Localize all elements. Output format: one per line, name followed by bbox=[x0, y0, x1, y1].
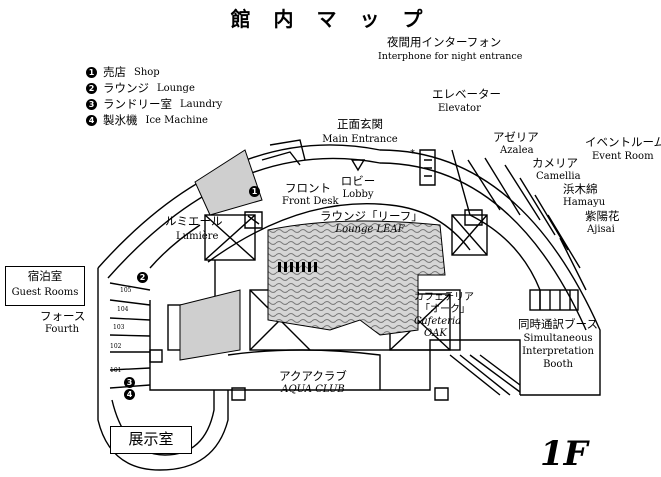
camellia-label-ja: カメリア bbox=[532, 156, 578, 170]
cafeteria-label-ja: カフェテリア bbox=[414, 292, 474, 303]
room-number: 103 bbox=[113, 324, 125, 331]
legend-item-ice: 4 製氷機 Ice Machine bbox=[86, 112, 222, 128]
interpretation-booth-label-en1: Simultaneous bbox=[523, 333, 593, 344]
legend-label-en: Ice Machine bbox=[145, 114, 208, 126]
legend-label-ja: 製氷機 bbox=[103, 113, 138, 127]
ajisai-label-ja: 紫陽花 bbox=[585, 209, 620, 223]
fourth-label-ja: フォース bbox=[40, 309, 86, 323]
lobby-label-en: Lobby bbox=[342, 189, 374, 200]
exhibition-room-label: 展示室 bbox=[128, 430, 174, 448]
cafeteria-label-ja2: 「オーク」 bbox=[420, 304, 470, 315]
legend-label-ja: 売店 bbox=[103, 65, 126, 79]
azalea-label-en: Azalea bbox=[500, 145, 534, 156]
camellia-label-en: Camellia bbox=[536, 171, 581, 182]
event-room-label-ja: イベントルーム bbox=[585, 135, 661, 149]
elevator-label-ja: エレベーター bbox=[432, 87, 501, 101]
interpretation-booth-label-ja: 同時通訳ブース bbox=[518, 317, 598, 331]
front-desk-label-ja: フロント bbox=[285, 181, 331, 195]
lumiere-label-ja: ルミエール bbox=[165, 214, 223, 228]
interphone-label-en: Interphone for night entrance bbox=[378, 51, 523, 62]
front-desk-label-en: Front Desk bbox=[282, 196, 339, 207]
guest-rooms-box: 宿泊室 Guest Rooms bbox=[5, 266, 85, 306]
interpretation-booth-label-en3: Booth bbox=[543, 359, 573, 370]
main-entrance-label-ja: 正面玄関 bbox=[337, 117, 383, 131]
legend-label-ja: ランドリー室 bbox=[103, 97, 172, 111]
legend-label-en: Shop bbox=[134, 66, 160, 78]
marker-1-icon: 1 bbox=[86, 66, 97, 78]
legend-item-shop: 1 売店 Shop bbox=[86, 64, 222, 80]
legend-label-en: Lounge bbox=[157, 82, 195, 94]
interphone-label-ja: 夜間用インターフォン bbox=[387, 35, 502, 49]
aqua-club-label-ja: アクアクラブ bbox=[279, 369, 347, 383]
legend-item-lounge: 2 ラウンジ Lounge bbox=[86, 80, 222, 96]
cafeteria-label-en: Cafeteria bbox=[414, 316, 462, 327]
lobby-label-ja: ロビー bbox=[340, 174, 376, 188]
floor-label: 1F bbox=[540, 434, 588, 474]
azalea-label-ja: アゼリア bbox=[493, 130, 539, 144]
elevator-label-en: Elevator bbox=[438, 103, 481, 114]
hamayu-label-en: Hamayu bbox=[563, 197, 606, 208]
marker-3-icon: 3 bbox=[124, 377, 135, 388]
map-title: 館 内 マ ッ プ bbox=[230, 7, 431, 31]
lounge-leaf-label-en: Lounge LEAF bbox=[335, 224, 405, 235]
main-entrance-label-en: Main Entrance bbox=[322, 134, 398, 145]
lounge-leaf-label-ja: ラウンジ「リーフ」 bbox=[320, 209, 423, 223]
guest-rooms-label-en: Guest Rooms bbox=[11, 287, 79, 298]
interpretation-booth-label-en2: Interpretation bbox=[522, 346, 594, 357]
hamayu-label-ja: 浜木綿 bbox=[563, 182, 598, 196]
marker-4-icon: 4 bbox=[124, 389, 135, 400]
aqua-club-label-en: AQUA CLUB bbox=[281, 384, 345, 395]
room-number: 101 bbox=[110, 367, 122, 374]
legend-label-ja: ラウンジ bbox=[103, 81, 149, 95]
marker-2-icon: 2 bbox=[86, 82, 97, 94]
fourth-label-en: Fourth bbox=[45, 324, 80, 335]
legend: 1 売店 Shop 2 ラウンジ Lounge 3 ランドリー室 Laundry… bbox=[86, 64, 222, 128]
room-number: 104 bbox=[117, 306, 129, 313]
legend-label-en: Laundry bbox=[180, 98, 223, 110]
svg-text:*: * bbox=[410, 148, 415, 159]
legend-item-laundry: 3 ランドリー室 Laundry bbox=[86, 96, 222, 112]
ajisai-label-en: Ajisai bbox=[587, 224, 615, 235]
guest-rooms-label-ja: 宿泊室 bbox=[27, 269, 63, 283]
cafeteria-label-en2: OAK bbox=[424, 328, 447, 339]
lumiere-label-en: Lumière bbox=[176, 231, 219, 242]
marker-1-icon: 1 bbox=[249, 186, 260, 197]
marker-2-icon: 2 bbox=[137, 272, 148, 283]
room-number: 105 bbox=[120, 287, 132, 294]
room-number: 102 bbox=[110, 343, 122, 350]
marker-3-icon: 3 bbox=[86, 98, 97, 110]
exhibition-room-box: 展示室 bbox=[110, 426, 192, 454]
event-room-label-en: Event Room bbox=[592, 151, 654, 162]
marker-4-icon: 4 bbox=[86, 114, 97, 126]
